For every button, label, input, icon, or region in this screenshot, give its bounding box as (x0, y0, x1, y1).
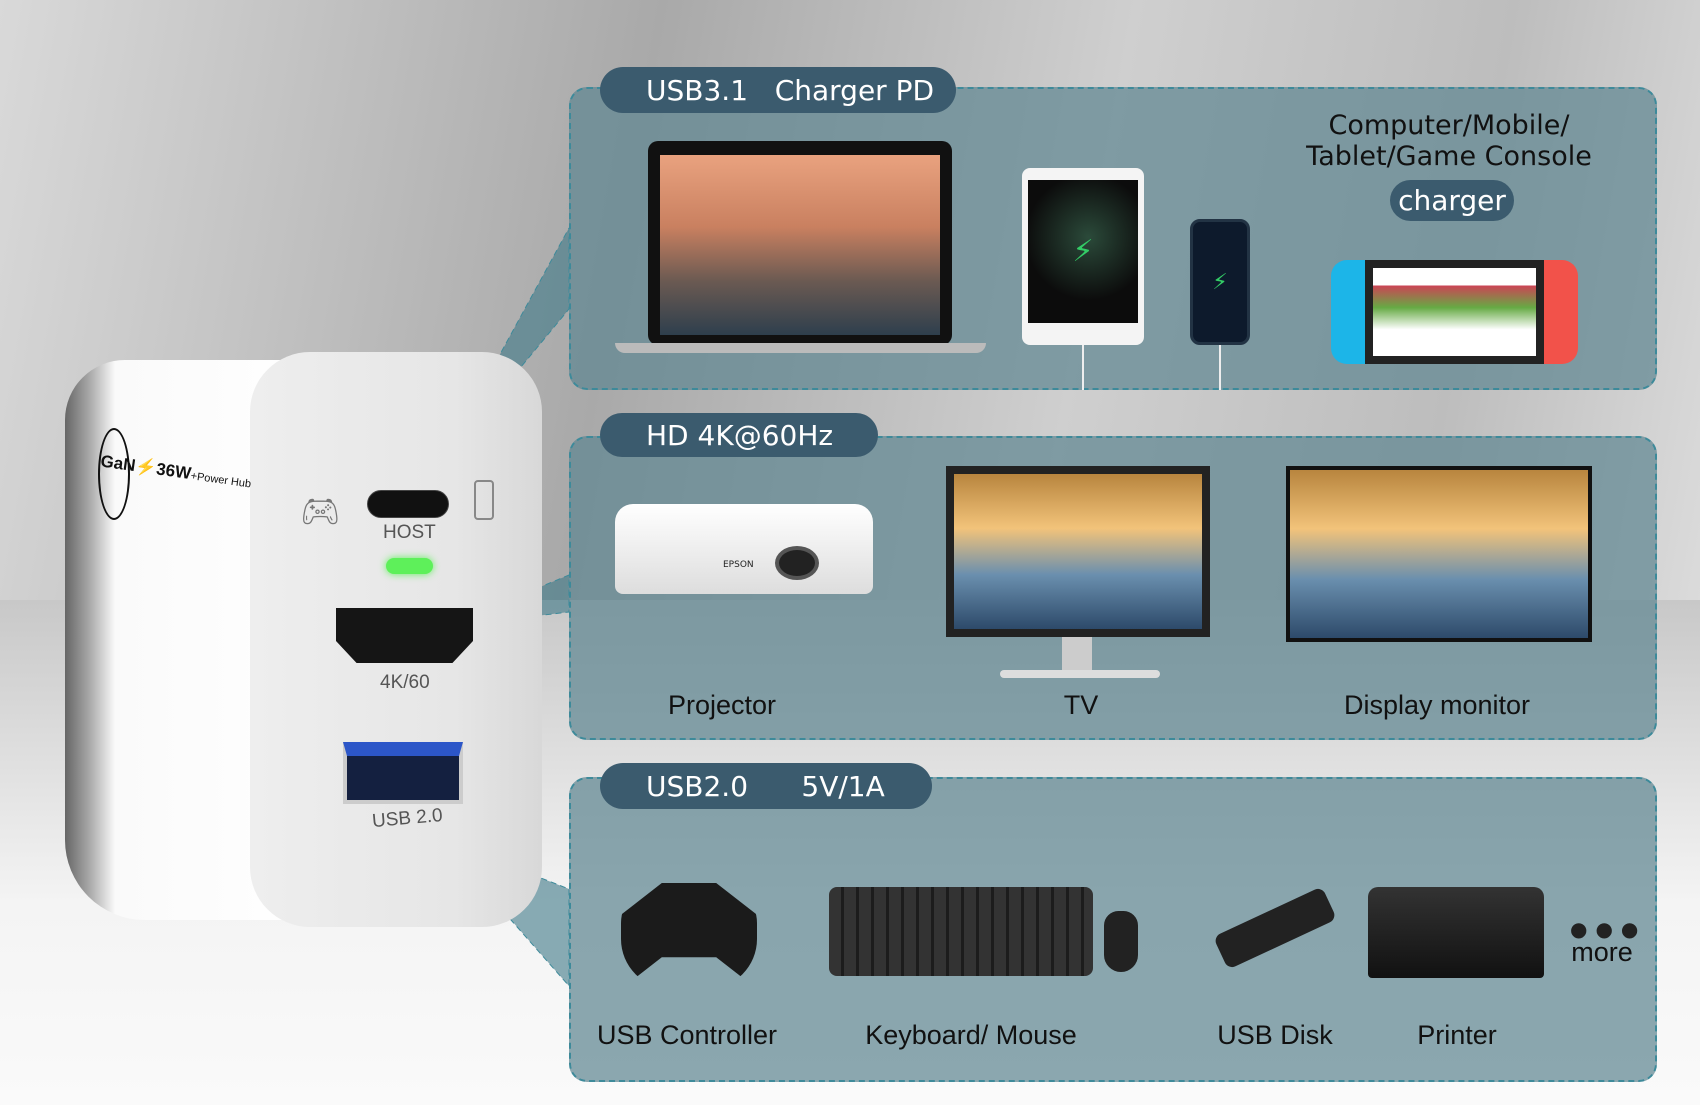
gamepad-icon: 🎮︎ (300, 492, 341, 530)
printer-image (1368, 887, 1544, 978)
hdmi-label: 4K/60 (380, 672, 430, 693)
phone-image: ⚡ (1190, 219, 1250, 345)
tablet-image: ⚡ (1022, 168, 1144, 345)
panel-header-hd: HD 4K@60Hz (600, 413, 878, 457)
laptop-base (615, 343, 986, 353)
host-label: HOST (383, 522, 436, 543)
mouse-image (1104, 911, 1138, 972)
more-dots-icon: ●●● (1570, 917, 1647, 941)
label-more: more (1571, 937, 1633, 967)
game-console-image (1331, 260, 1578, 364)
tv-stand (1062, 637, 1092, 672)
label-usb-controller: USB Controller (596, 1020, 778, 1050)
hdmi-port (336, 608, 473, 663)
tv-image (946, 466, 1210, 637)
label-tv: TV (1063, 690, 1099, 720)
phone-cable (1219, 345, 1221, 390)
keyboard-image (829, 887, 1093, 976)
laptop-image (648, 141, 952, 345)
usb-a-port (343, 742, 463, 804)
phone-icon (474, 480, 494, 520)
projector-image: EPSON (615, 504, 873, 594)
monitor-image (1286, 466, 1592, 642)
label-keyboard-mouse: Keyboard/ Mouse (865, 1020, 1077, 1050)
tv-base (1000, 670, 1160, 678)
status-led (386, 558, 433, 574)
device-type-note: Computer/Mobile/ Tablet/Game Console (1306, 110, 1592, 172)
label-projector: Projector (667, 690, 777, 720)
panel-header-usb31: USB3.1 Charger PD (600, 67, 956, 113)
usb-c-port (367, 490, 449, 518)
label-usb-disk: USB Disk (1217, 1020, 1333, 1050)
panel-header-usb20: USB2.0 5V/1A (600, 763, 932, 809)
tablet-cable (1082, 345, 1084, 390)
charger-badge: charger (1390, 180, 1514, 221)
label-display-monitor: Display monitor (1343, 690, 1531, 720)
logo-ring (98, 428, 130, 520)
label-printer: Printer (1417, 1020, 1497, 1050)
